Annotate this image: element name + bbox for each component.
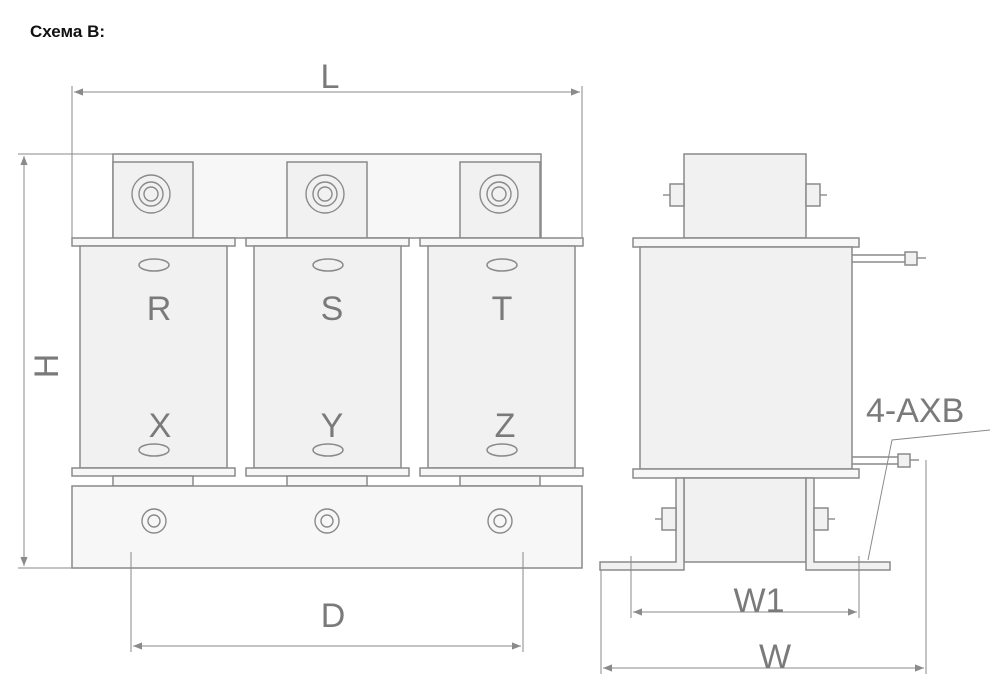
mount-holes-label: 4-AXB (866, 392, 964, 430)
side-top-bolts (663, 183, 827, 207)
front-view: R S T X Y Z L H (18, 58, 584, 652)
dimension-w1 (630, 556, 860, 618)
mount-holes-leader (867, 429, 991, 561)
coil-label-y: Y (321, 407, 344, 445)
dimension-l-label: L (321, 58, 340, 96)
dimension-h (18, 153, 113, 569)
side-view: 4-AXB W1 W (599, 153, 991, 676)
dimension-w-label: W (759, 638, 791, 676)
coil-label-s: S (321, 290, 344, 328)
base-bolts (141, 508, 513, 534)
side-bottom-block (683, 477, 807, 563)
dimension-w (600, 460, 927, 674)
mount-brackets (599, 477, 891, 571)
terminal-bolt-t (479, 174, 519, 214)
side-top-block (683, 153, 807, 239)
side-leads (852, 251, 926, 468)
coil-2 (245, 237, 410, 477)
coil-label-z: Z (495, 407, 516, 445)
coil-1 (71, 237, 236, 477)
coil-label-t: T (492, 290, 513, 328)
dimension-w1-label: W1 (734, 582, 785, 620)
dimension-d (130, 552, 524, 652)
side-coil-body (639, 246, 853, 470)
diagram-title: Схема В: (30, 22, 106, 41)
terminal-bolt-r (131, 174, 171, 214)
coil-label-r: R (147, 290, 172, 328)
dimension-h-label: H (28, 354, 66, 379)
dimension-d-label: D (321, 597, 346, 635)
coil-3 (419, 237, 584, 477)
dimension-l (71, 86, 583, 238)
coil-label-x: X (149, 407, 172, 445)
terminal-blocks (112, 161, 541, 239)
terminal-bolt-s (305, 174, 345, 214)
